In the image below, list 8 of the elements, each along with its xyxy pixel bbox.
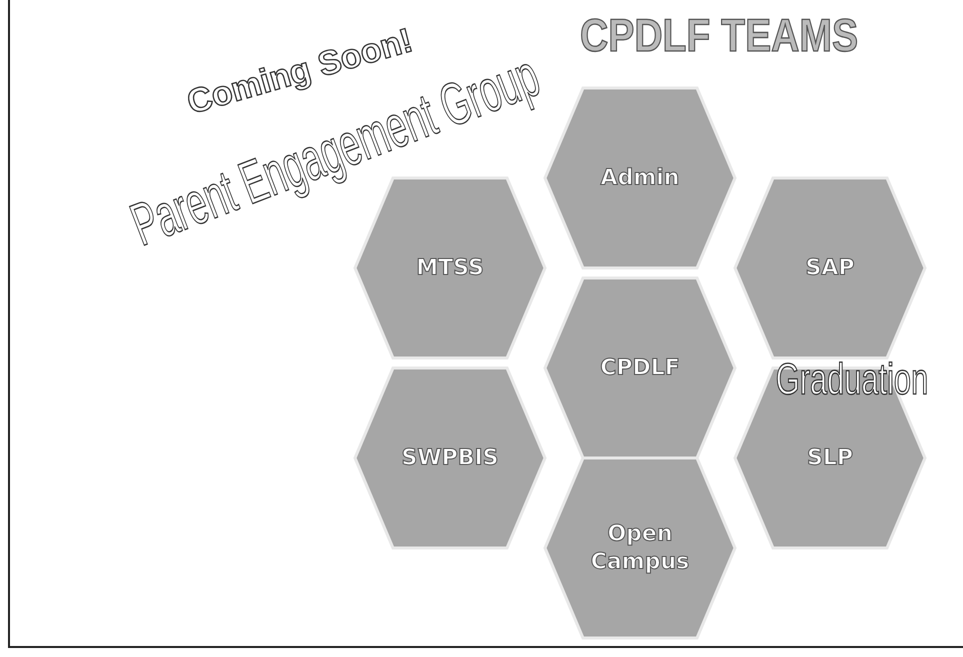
team-label: Open Campus: [590, 520, 690, 576]
team-label: SLP: [806, 444, 854, 472]
team-label: CPDLF: [599, 354, 681, 382]
team-label: MTSS: [415, 254, 485, 282]
team-label: SWPBIS: [400, 444, 500, 472]
team-label: Admin: [600, 164, 680, 192]
title: CPDLF TEAMS: [580, 8, 858, 62]
team-label: SAP: [804, 254, 856, 282]
